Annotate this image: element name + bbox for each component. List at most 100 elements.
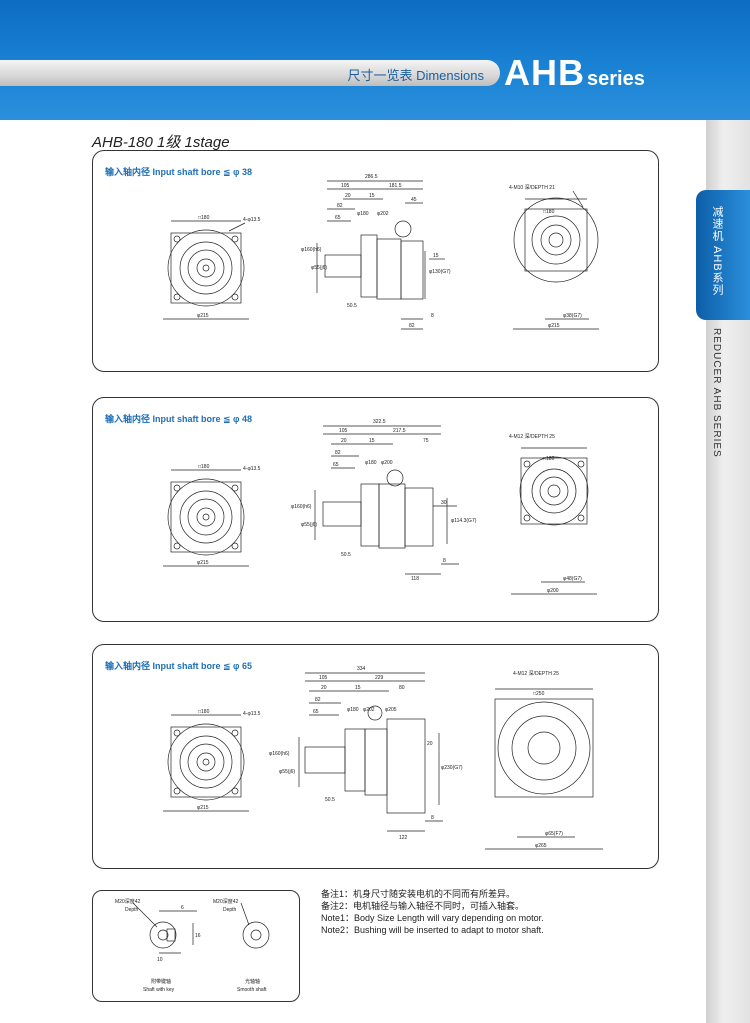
dim-217: 217.5 (393, 428, 406, 434)
dim-phi114: φ114.3(G7) (451, 518, 477, 524)
out-bore-label: φ48(G7) (563, 576, 582, 582)
dim-phi55: φ55(j6) (301, 522, 317, 528)
dim-229: 229 (375, 675, 384, 681)
out-square-label: □180 (543, 456, 555, 462)
dimension-drawing: □180 4-φ13.5 φ215 322.5 105 217.5 20 15 … (163, 419, 597, 595)
dim-20: 20 (341, 438, 347, 444)
drawing-panel-1: 输入轴内径 Input shaft bore ≦ φ 38 (92, 150, 659, 372)
series-logo-small: series (587, 68, 645, 90)
out-square-label: □180 (543, 209, 555, 215)
dim-16: 16 (195, 933, 201, 939)
front-holes-label: 4-φ13.5 (243, 466, 261, 472)
note-line: 备注1：机身尺寸随安装电机的不同而有所差异。 (321, 889, 516, 899)
dim-82b: 82 (409, 323, 415, 329)
dim-8: 8 (431, 313, 434, 319)
drawing-panel-3: 输入轴内径 Input shaft bore ≦ φ 65 (92, 644, 659, 869)
dim-105: 105 (341, 183, 350, 189)
dim-181: 181.5 (389, 183, 402, 189)
dim-phi160: φ160(h6) (301, 247, 322, 253)
front-pcd-label: φ215 (197, 805, 209, 811)
left-depth: Depth (125, 907, 139, 913)
dim-phi130: φ130(G7) (429, 269, 451, 275)
dim-phi202: φ202 (363, 707, 375, 713)
out-bore-label: φ65(F7) (545, 831, 563, 837)
right-depth: Depth (223, 907, 237, 913)
dim-phi160: φ160(h6) (269, 751, 290, 757)
out-tap-label: 4-M10 深/DEPTH 21 (509, 184, 555, 191)
dim-30: 30 (441, 500, 447, 506)
dim-phi230: φ230(G7) (441, 765, 463, 771)
dim-65: 65 (333, 462, 339, 468)
dimension-drawing: □180 4-φ13.5 φ215 286.5 105 181.5 20 15 … (163, 174, 599, 330)
dim-105: 105 (339, 428, 348, 434)
series-logo-big: AHB (504, 52, 585, 93)
dim-total: 286.5 (365, 174, 378, 180)
dim-phi55: φ55(j6) (311, 265, 327, 271)
dim-total: 334 (357, 666, 366, 672)
dim-20b: 20 (427, 741, 433, 747)
section-band: 尺寸一览表 Dimensions (0, 60, 500, 86)
front-pcd-label: φ215 (197, 313, 209, 319)
shaft-type-drawing: M20深度42 Depth 6 16 10 附带键轴 Shaft with ke… (115, 898, 270, 993)
dim-15b: 15 (433, 253, 439, 259)
out-pcd-label: φ200 (547, 588, 559, 594)
front-square-label: □180 (198, 709, 210, 715)
right-cn: 光轴轴 (245, 978, 260, 985)
dim-total: 322.5 (373, 419, 386, 425)
dim-phi180: φ180 (347, 707, 359, 713)
left-title: M20深度42 (115, 898, 141, 905)
front-square-label: □180 (198, 464, 210, 470)
dim-80: 80 (399, 685, 405, 691)
dim-15: 15 (369, 438, 375, 444)
bore-label: 输入轴内径 Input shaft bore ≦ φ 38 (105, 167, 252, 177)
dim-75: 75 (423, 438, 429, 444)
dim-phi180: φ180 (357, 211, 369, 217)
dim-c5: 50.5 (325, 797, 335, 803)
left-en: Shaft with key (143, 987, 175, 993)
note-line: Note1：Body Size Length will vary dependi… (321, 913, 544, 923)
dim-8: 8 (431, 815, 434, 821)
bore-label: 输入轴内径 Input shaft bore ≦ φ 48 (105, 414, 252, 424)
dimension-drawing: □180 4-φ13.5 φ215 334 105 229 20 15 80 8… (163, 666, 603, 850)
left-cn: 附带键轴 (151, 978, 171, 985)
dim-82: 82 (337, 203, 343, 209)
dim-65: 65 (313, 709, 319, 715)
front-pcd-label: φ215 (197, 560, 209, 566)
dim-phi55: φ55(j6) (279, 769, 295, 775)
dim-8: 8 (443, 558, 446, 564)
dim-phi160: φ160(h6) (291, 504, 312, 510)
dim-105: 105 (319, 675, 328, 681)
out-pcd-label: φ215 (548, 323, 560, 329)
note-line: 备注2：电机轴径与输入轴径不同时，可插入轴套。 (321, 901, 525, 911)
dim-phi202: φ202 (377, 211, 389, 217)
dim-20: 20 (321, 685, 327, 691)
shaft-type-box: M20深度42 Depth 6 16 10 附带键轴 Shaft with ke… (92, 890, 300, 1002)
dim-45: 45 (411, 197, 417, 203)
front-square-label: □180 (198, 215, 210, 221)
dim-20: 20 (345, 193, 351, 199)
out-pcd-label: φ265 (535, 843, 547, 849)
note-line: Note2：Bushing will be inserted to adapt … (321, 925, 544, 935)
out-bore-label: φ38(G7) (563, 313, 582, 319)
dim-6: 6 (181, 905, 184, 911)
dim-15: 15 (355, 685, 361, 691)
notes-block: 备注1：机身尺寸随安装电机的不同而有所差异。 备注2：电机轴径与输入轴径不同时，… (321, 888, 544, 936)
dim-10: 10 (157, 957, 163, 963)
front-holes-label: 4-φ13.5 (243, 711, 261, 717)
dim-118: 118 (411, 576, 419, 582)
dim-82: 82 (335, 450, 341, 456)
side-tab (696, 190, 750, 320)
bore-label: 输入轴内径 Input shaft bore ≦ φ 65 (105, 661, 252, 671)
side-cn-label: 减速机 AHB系列 (711, 206, 723, 296)
section-title: 尺寸一览表 Dimensions (347, 68, 484, 83)
dim-122: 122 (399, 835, 408, 841)
out-tap-label: 4-M12 深/DEPTH 25 (513, 670, 559, 677)
dim-phi205: φ205 (385, 707, 397, 713)
dim-c5: 50.5 (347, 303, 357, 309)
front-holes-label: 4-φ13.5 (243, 217, 261, 223)
out-square-label: □250 (533, 691, 545, 697)
dim-c5: 50.5 (341, 552, 351, 558)
dim-15: 15 (369, 193, 375, 199)
